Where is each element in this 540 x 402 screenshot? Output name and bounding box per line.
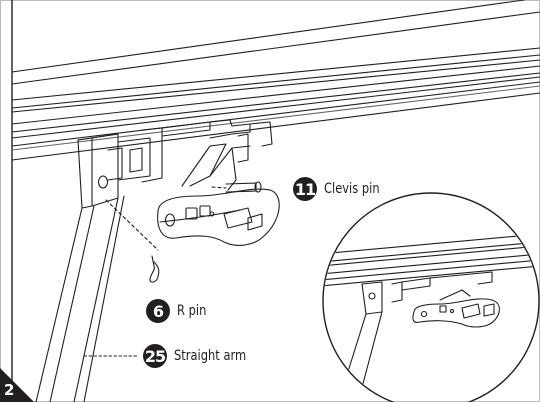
step-number: 2 [4, 381, 15, 399]
callout-straight-arm: 25 Straight arm [143, 344, 262, 368]
part-label: R pin [177, 303, 207, 319]
r-pin [149, 255, 160, 283]
plate-slot [223, 207, 253, 229]
bracket-hole [97, 175, 109, 189]
part-number-badge: 6 [146, 299, 170, 323]
part-number-badge: 11 [293, 177, 317, 201]
callout-clevis-pin: 11 Clevis pin [293, 177, 392, 201]
clevis-pin [211, 181, 262, 193]
carriage-hanger [129, 119, 273, 191]
callout-r-pin: 6 R pin [146, 299, 213, 323]
part-number-badge: 25 [143, 344, 167, 368]
left-bracket [77, 133, 151, 209]
part-label: Straight arm [174, 348, 247, 364]
curved-link-plate [157, 188, 280, 246]
part-label: Clevis pin [324, 181, 380, 197]
straight-arm [35, 195, 159, 402]
plate-hole-left [164, 213, 176, 227]
detail-view [322, 192, 540, 402]
rail-profile [11, 0, 540, 161]
